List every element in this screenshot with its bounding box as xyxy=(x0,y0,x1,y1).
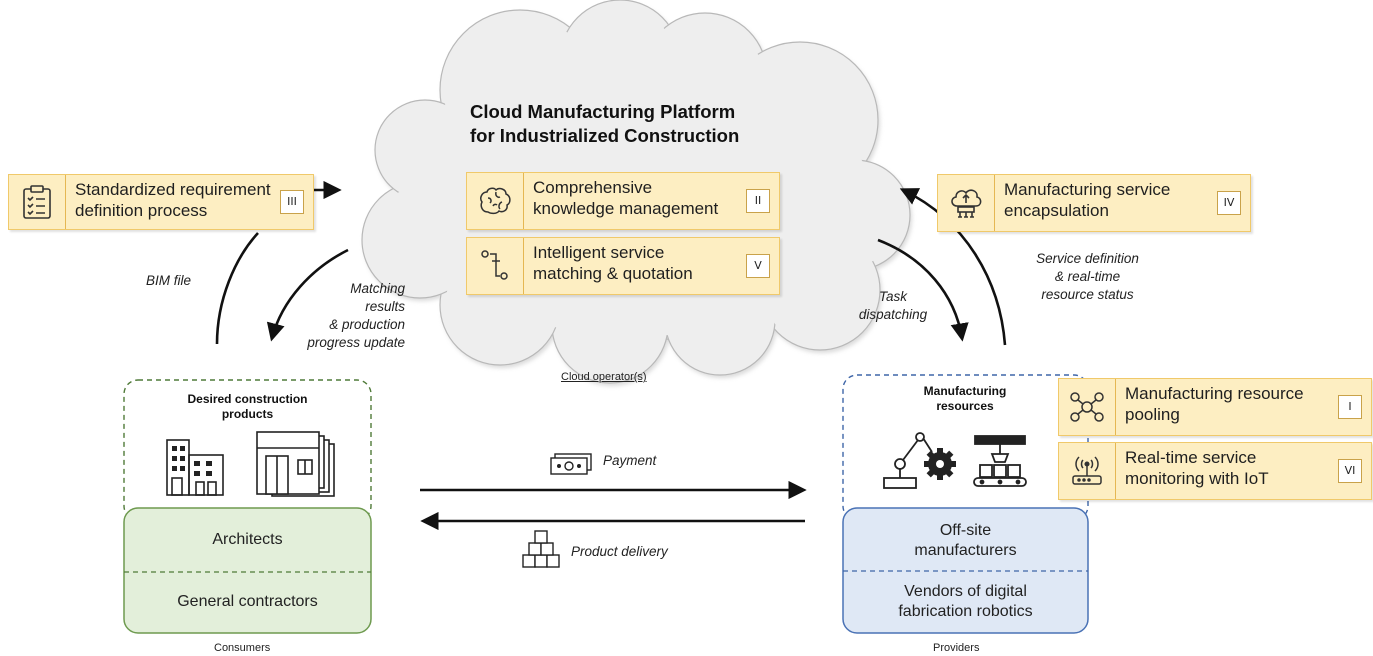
bim-file-label: BIM file xyxy=(146,273,192,288)
cloud-shape xyxy=(361,0,912,386)
clipboard-checklist-icon xyxy=(23,185,51,219)
arrow-bim-file xyxy=(215,232,259,345)
brain-icon xyxy=(480,187,511,215)
general-contractors-label: General contractors xyxy=(177,593,318,610)
offsite-manufacturers-label: Off-site manufacturers xyxy=(914,522,1017,559)
arrow-matching-results xyxy=(266,248,349,342)
matching-results-label: Matching results & production progress u… xyxy=(307,281,405,350)
arrow-task-dispatching xyxy=(877,238,969,342)
service-definition-label: Service definition & real-time resource … xyxy=(1036,251,1139,302)
robot-arm-icon xyxy=(883,432,956,489)
roman-numeral-badge: IV xyxy=(1217,191,1241,215)
task-dispatching-label: Task dispatching xyxy=(858,289,928,322)
consumer-panel-title: Desired construction products xyxy=(187,392,308,421)
conveyor-icon xyxy=(973,435,1027,487)
provider-panel-title: Manufacturing resources xyxy=(923,384,1007,413)
roman-numeral-badge: II xyxy=(746,189,770,213)
product-delivery-label: Product delivery xyxy=(571,544,668,559)
roman-numeral-badge: V xyxy=(746,254,770,278)
payment-label: Payment xyxy=(603,453,657,468)
roman-numeral-badge: I xyxy=(1338,395,1362,419)
architects-label: Architects xyxy=(212,531,283,548)
roman-numeral-badge: III xyxy=(280,190,304,214)
money-icon xyxy=(550,453,592,475)
providers-caption: Providers xyxy=(933,642,980,654)
arrow-service-definition xyxy=(899,188,1007,346)
cloud-upload-icon xyxy=(951,189,982,218)
resource-network-icon xyxy=(1070,392,1104,422)
roman-numeral-badge: VI xyxy=(1338,459,1362,483)
buildings-icon xyxy=(166,439,224,496)
cloud-operator-caption: Cloud operator(s) xyxy=(561,371,647,383)
gear-icon xyxy=(924,448,956,480)
modular-unit-icon xyxy=(256,431,335,497)
consumers-caption: Consumers xyxy=(214,642,271,654)
robotics-vendors-label: Vendors of digital fabrication robotics xyxy=(898,583,1033,620)
boxes-icon xyxy=(522,530,560,568)
platform-title: Cloud Manufacturing Platform for Industr… xyxy=(470,101,740,146)
matching-flow-icon xyxy=(481,250,508,280)
iot-router-icon xyxy=(1072,456,1102,485)
provider-panel xyxy=(842,374,1089,634)
